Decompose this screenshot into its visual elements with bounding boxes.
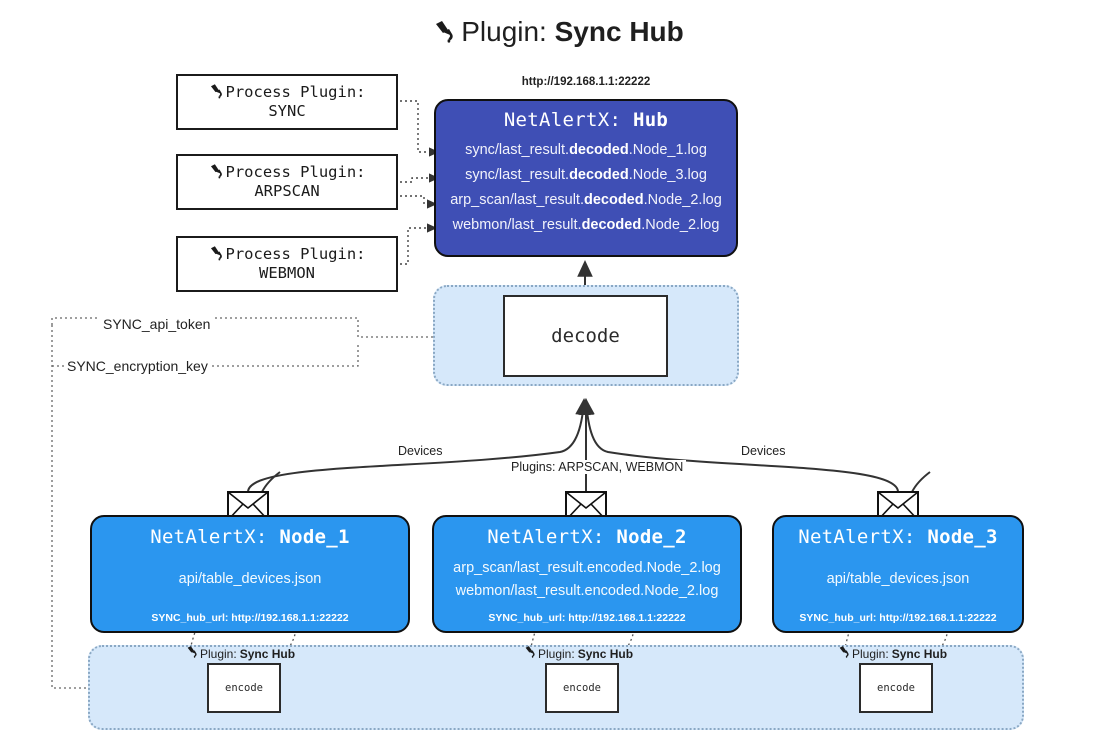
title-name: Sync Hub	[554, 16, 684, 47]
edge-label-plugins: Plugins: ARPSCAN, WEBMON	[508, 460, 687, 474]
node-line: api/table_devices.json	[178, 571, 322, 588]
log-pre: arp_scan/last_result.	[450, 191, 584, 208]
label-sync-encryption-key: SYNC_encryption_key	[64, 358, 211, 374]
node-title: NetAlertX: Node_2	[487, 526, 687, 548]
caption-prefix: Plugin:	[200, 646, 237, 661]
log-mid: decoded	[583, 191, 644, 208]
node-title-name: Node_3	[927, 526, 998, 548]
hub-node[interactable]: NetAlertX: Hub sync/last_result.decoded.…	[434, 99, 738, 257]
caption-name: Sync Hub	[239, 646, 296, 661]
node-title: NetAlertX: Node_1	[150, 526, 350, 548]
encoder-caption-2: Plugin:Sync Hub	[524, 645, 633, 662]
plug-icon	[209, 163, 226, 182]
log-pre: sync/last_result.	[465, 166, 570, 183]
title-prefix: Plugin:	[461, 16, 547, 47]
node-2[interactable]: NetAlertX: Node_2 arp_scan/last_result.e…	[432, 515, 742, 633]
log-post: .Node_2.log	[643, 191, 722, 208]
plug-icon	[209, 83, 226, 102]
process-plugin-label: Process Plugin:	[225, 83, 366, 102]
node-title-prefix: NetAlertX:	[487, 526, 605, 548]
plug-icon	[186, 645, 200, 662]
caption-name: Sync Hub	[577, 646, 634, 661]
plug-icon	[433, 19, 459, 52]
process-plugin-name: SYNC	[268, 102, 306, 120]
node-line: api/table_devices.json	[826, 571, 970, 588]
node-title-name: Node_2	[616, 526, 687, 548]
process-plugin-sync[interactable]: Process Plugin: SYNC	[176, 74, 398, 130]
hub-title-name: Hub	[632, 109, 669, 131]
node-1[interactable]: NetAlertX: Node_1 api/table_devices.json…	[90, 515, 410, 633]
hub-log-line: sync/last_result.decoded.Node_1.log	[436, 138, 736, 163]
log-mid: decoded	[581, 216, 642, 233]
hub-url-label: http://192.168.1.1:22222	[521, 76, 651, 88]
hub-title-prefix: NetAlertX:	[503, 109, 622, 131]
log-post: .Node_1.log	[628, 142, 707, 158]
log-mid: decoded	[569, 142, 629, 158]
process-plugin-label: Process Plugin:	[225, 163, 366, 182]
log-pre: webmon/last_result.	[452, 216, 582, 233]
edge-label-devices-right: Devices	[738, 444, 789, 458]
process-plugin-webmon[interactable]: Process Plugin: WEBMON	[176, 236, 398, 292]
decode-box[interactable]: decode	[503, 295, 668, 377]
node-line: arp_scan/last_result.encoded.Node_2.log	[453, 559, 721, 576]
plug-icon	[838, 645, 852, 662]
process-plugin-label: Process Plugin:	[225, 245, 366, 264]
log-mid: decoded	[569, 166, 629, 183]
hub-title: NetAlertX: Hub	[436, 109, 736, 131]
encode-box-3[interactable]: encode	[859, 663, 933, 713]
node-title-prefix: NetAlertX:	[798, 526, 916, 548]
node-3[interactable]: NetAlertX: Node_3 api/table_devices.json…	[772, 515, 1024, 633]
node-title-prefix: NetAlertX:	[150, 526, 268, 548]
process-plugin-arpscan[interactable]: Process Plugin: ARPSCAN	[176, 154, 398, 210]
encoder-caption-3: Plugin:Sync Hub	[838, 645, 947, 662]
encoder-caption-1: Plugin:Sync Hub	[186, 645, 295, 662]
hub-log-line: arp_scan/last_result.decoded.Node_2.log	[436, 188, 736, 213]
node-footer: SYNC_hub_url: http://192.168.1.1:22222	[799, 612, 997, 624]
process-plugin-name: ARPSCAN	[254, 182, 320, 200]
node-title: NetAlertX: Node_3	[798, 526, 998, 548]
encode-box-2[interactable]: encode	[545, 663, 619, 713]
node-title-name: Node_1	[279, 526, 350, 548]
process-plugin-name: WEBMON	[259, 264, 315, 282]
plug-icon	[209, 245, 226, 264]
hub-log-line: sync/last_result.decoded.Node_3.log	[436, 163, 736, 188]
caption-prefix: Plugin:	[852, 646, 889, 661]
hub-log-line: webmon/last_result.decoded.Node_2.log	[436, 213, 736, 238]
encode-box-1[interactable]: encode	[207, 663, 281, 713]
label-sync-api-token: SYNC_api_token	[100, 316, 214, 332]
log-pre: sync/last_result.	[465, 142, 570, 158]
log-post: .Node_3.log	[628, 166, 707, 183]
edge-label-devices-left: Devices	[395, 444, 446, 458]
node-footer: SYNC_hub_url: http://192.168.1.1:22222	[151, 612, 349, 624]
node-footer: SYNC_hub_url: http://192.168.1.1:22222	[488, 612, 686, 624]
page-title: Plugin: Sync Hub	[0, 16, 1117, 52]
plug-icon	[524, 645, 538, 662]
node-line: webmon/last_result.encoded.Node_2.log	[455, 583, 719, 599]
log-post: .Node_2.log	[641, 216, 720, 233]
caption-name: Sync Hub	[891, 646, 948, 661]
caption-prefix: Plugin:	[538, 646, 575, 661]
